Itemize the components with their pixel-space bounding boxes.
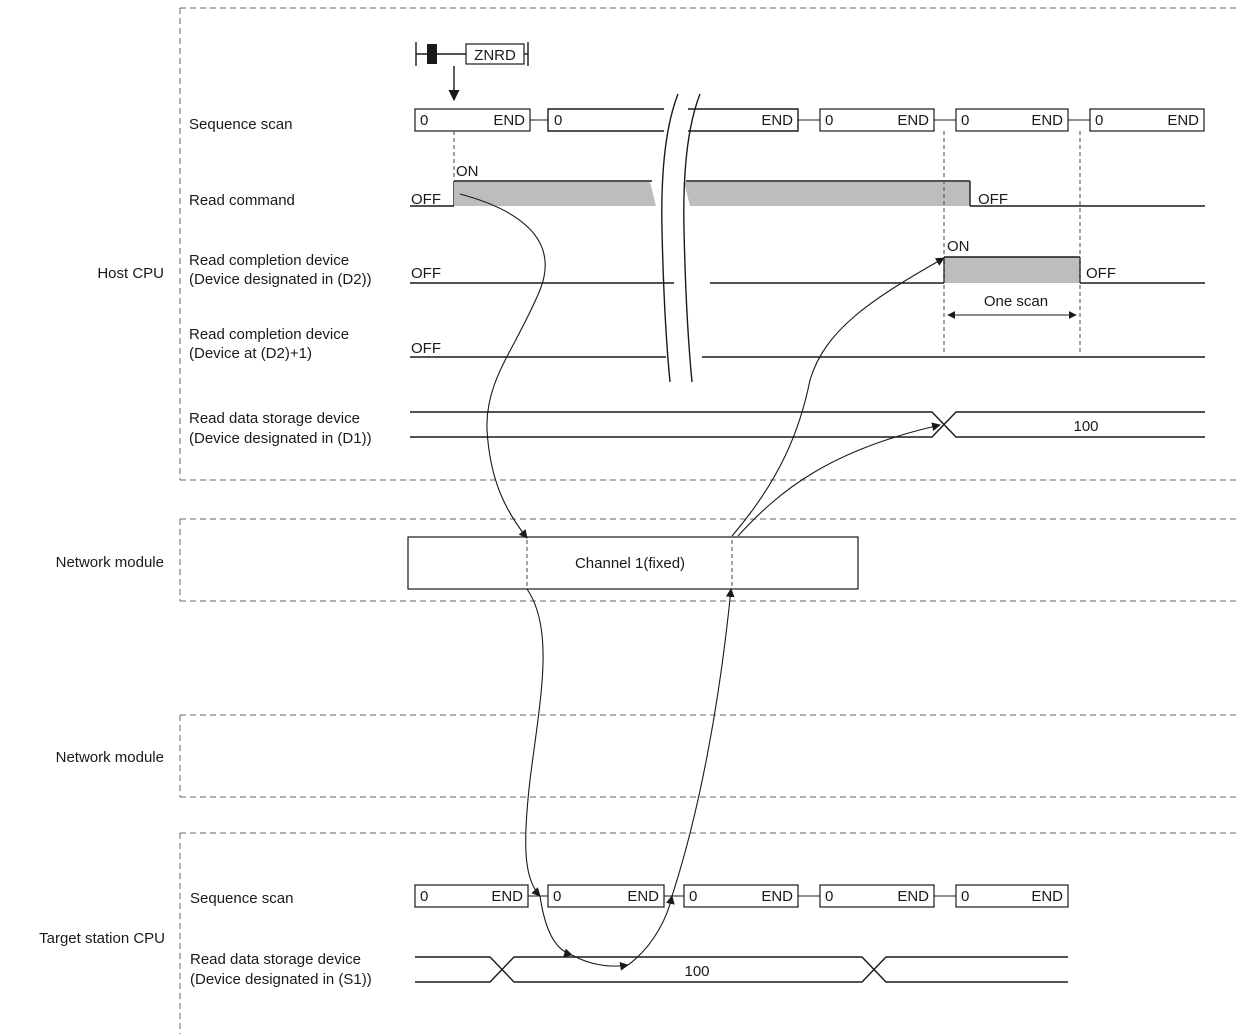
section-label-network-module-1: Network module: [56, 554, 164, 571]
host-scan-box-4-start-label: 0: [961, 112, 969, 129]
read-command-off-start: OFF: [411, 191, 441, 208]
host-scan-box-3-end-label: END: [897, 112, 929, 129]
target-scan-box-1-end-label: END: [491, 888, 523, 905]
host-scan-box-1-start-label: 0: [420, 112, 428, 129]
target-scan-box-5-end-label: END: [1031, 888, 1063, 905]
host-scan-box-1: 0 END: [414, 108, 531, 132]
host-scan-box-3: 0 END: [819, 108, 935, 132]
one-scan-label: One scan: [984, 293, 1048, 310]
time-break-marks: [661, 93, 701, 383]
section-label-host-cpu: Host CPU: [97, 265, 164, 282]
read-command-off-end: OFF: [978, 191, 1008, 208]
host-cpu-frame: [179, 7, 1237, 481]
channel-label: Channel 1(fixed): [575, 555, 685, 572]
read-completion-d2p1-signal: OFF: [410, 340, 1205, 358]
target-sequence-scan: 0 END 0 END 0 END 0 END 0 END: [414, 884, 1069, 908]
host-sequence-scan: 0 END 0 END 0 END 0 END 0 END: [414, 108, 1205, 132]
target-scan-box-3-end-label: END: [761, 888, 793, 905]
host-scan-box-2-end-label: END: [761, 112, 793, 129]
read-command-on: ON: [456, 163, 479, 180]
d2-off-start: OFF: [411, 265, 441, 282]
row-label-sequence-scan: Sequence scan: [189, 116, 292, 133]
host-scan-box-3-start-label: 0: [825, 112, 833, 129]
d2-off-end: OFF: [1086, 265, 1116, 282]
d1-value: 100: [1073, 418, 1098, 435]
host-scan-box-5-end-label: END: [1167, 112, 1199, 129]
host-scan-box-4-end-label: END: [1031, 112, 1063, 129]
target-scan-box-2-start-label: 0: [553, 888, 561, 905]
one-scan-dimension: One scan: [947, 293, 1077, 319]
target-scan-box-3-start-label: 0: [689, 888, 697, 905]
target-scan-box-4-end-label: END: [897, 888, 929, 905]
timing-guides: [453, 131, 1081, 355]
znrd-instruction-label: ZNRD: [474, 47, 516, 64]
read-data-d1-signal: 100: [410, 411, 1205, 438]
row-label-read-data-s1-line2: (Device designated in (S1)): [190, 971, 372, 988]
host-scan-box-4: 0 END: [955, 108, 1069, 132]
host-scan-box-5-start-label: 0: [1095, 112, 1103, 129]
row-label-read-completion-d2-line2: (Device designated in (D2)): [189, 271, 372, 288]
channel-box: Channel 1(fixed): [407, 536, 859, 590]
read-completion-d2-signal: OFF ON OFF: [410, 238, 1205, 284]
row-label-read-command: Read command: [189, 192, 295, 209]
s1-value: 100: [684, 963, 709, 980]
host-scan-box-1-end-label: END: [493, 112, 525, 129]
row-label-read-data-d1-line2: (Device designated in (D1)): [189, 430, 372, 447]
target-scan-box-5-start-label: 0: [961, 888, 969, 905]
target-scan-box-1-start-label: 0: [420, 888, 428, 905]
row-label-read-completion-d2p1-line1: Read completion device: [189, 326, 349, 343]
section-label-target-cpu: Target station CPU: [39, 930, 165, 947]
znrd-ladder-symbol: ZNRD: [415, 42, 529, 102]
d2-on: ON: [947, 238, 970, 255]
target-scan-box-2-end-label: END: [627, 888, 659, 905]
row-label-target-sequence-scan: Sequence scan: [190, 890, 293, 907]
target-scan-box-4-start-label: 0: [825, 888, 833, 905]
row-label-read-completion-d2p1-line2: (Device at (D2)+1): [189, 345, 312, 362]
d2p1-off: OFF: [411, 340, 441, 357]
host-scan-box-2-start-label: 0: [554, 112, 562, 129]
network-module-frame-1: [179, 518, 1237, 602]
row-label-read-completion-d2-line1: Read completion device: [189, 252, 349, 269]
target-scan-box-4: 0 END: [819, 884, 935, 908]
row-label-read-data-d1-line1: Read data storage device: [189, 410, 360, 427]
target-scan-box-3: 0 END: [683, 884, 799, 908]
target-cpu-frame: [179, 832, 1237, 1034]
read-data-s1-signal: 100: [415, 956, 1068, 983]
host-scan-box-5: 0 END: [1089, 108, 1205, 132]
target-scan-box-5: 0 END: [955, 884, 1069, 908]
section-label-network-module-2: Network module: [56, 749, 164, 766]
target-scan-box-1: 0 END: [414, 884, 529, 908]
read-command-signal: ON OFF OFF: [410, 163, 1205, 208]
target-scan-box-2: 0 END: [547, 884, 665, 908]
host-scan-box-2: 0 END: [547, 108, 799, 132]
flow-curves: [459, 193, 945, 971]
row-label-read-data-s1-line1: Read data storage device: [190, 951, 361, 968]
network-module-frame-2: [179, 714, 1237, 798]
